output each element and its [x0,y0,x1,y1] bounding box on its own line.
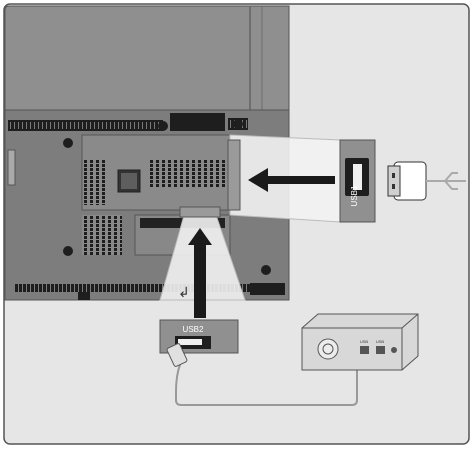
screw [158,121,168,131]
arrow-to-usb2 [188,228,212,318]
usb1-port-callout: USB1 [339,139,376,223]
usb2-label: USB2 [183,325,204,334]
usb1-label: USB1 [350,185,359,206]
screw [233,119,243,129]
usb-cable [175,359,358,406]
screw [261,265,271,275]
screw [63,246,73,256]
hdd-power-icon [317,338,339,360]
cable-tie-left: ↲ [178,284,190,300]
cable-plug-tv [166,343,188,367]
hdd-port-label-a: USB [360,339,369,344]
screw [63,138,73,148]
arrow-to-usb1 [248,168,335,192]
usb-stick-icon [387,161,466,201]
hdd-port-label-b: USB [376,339,385,344]
external-hdd-icon: USB USB [301,313,419,371]
